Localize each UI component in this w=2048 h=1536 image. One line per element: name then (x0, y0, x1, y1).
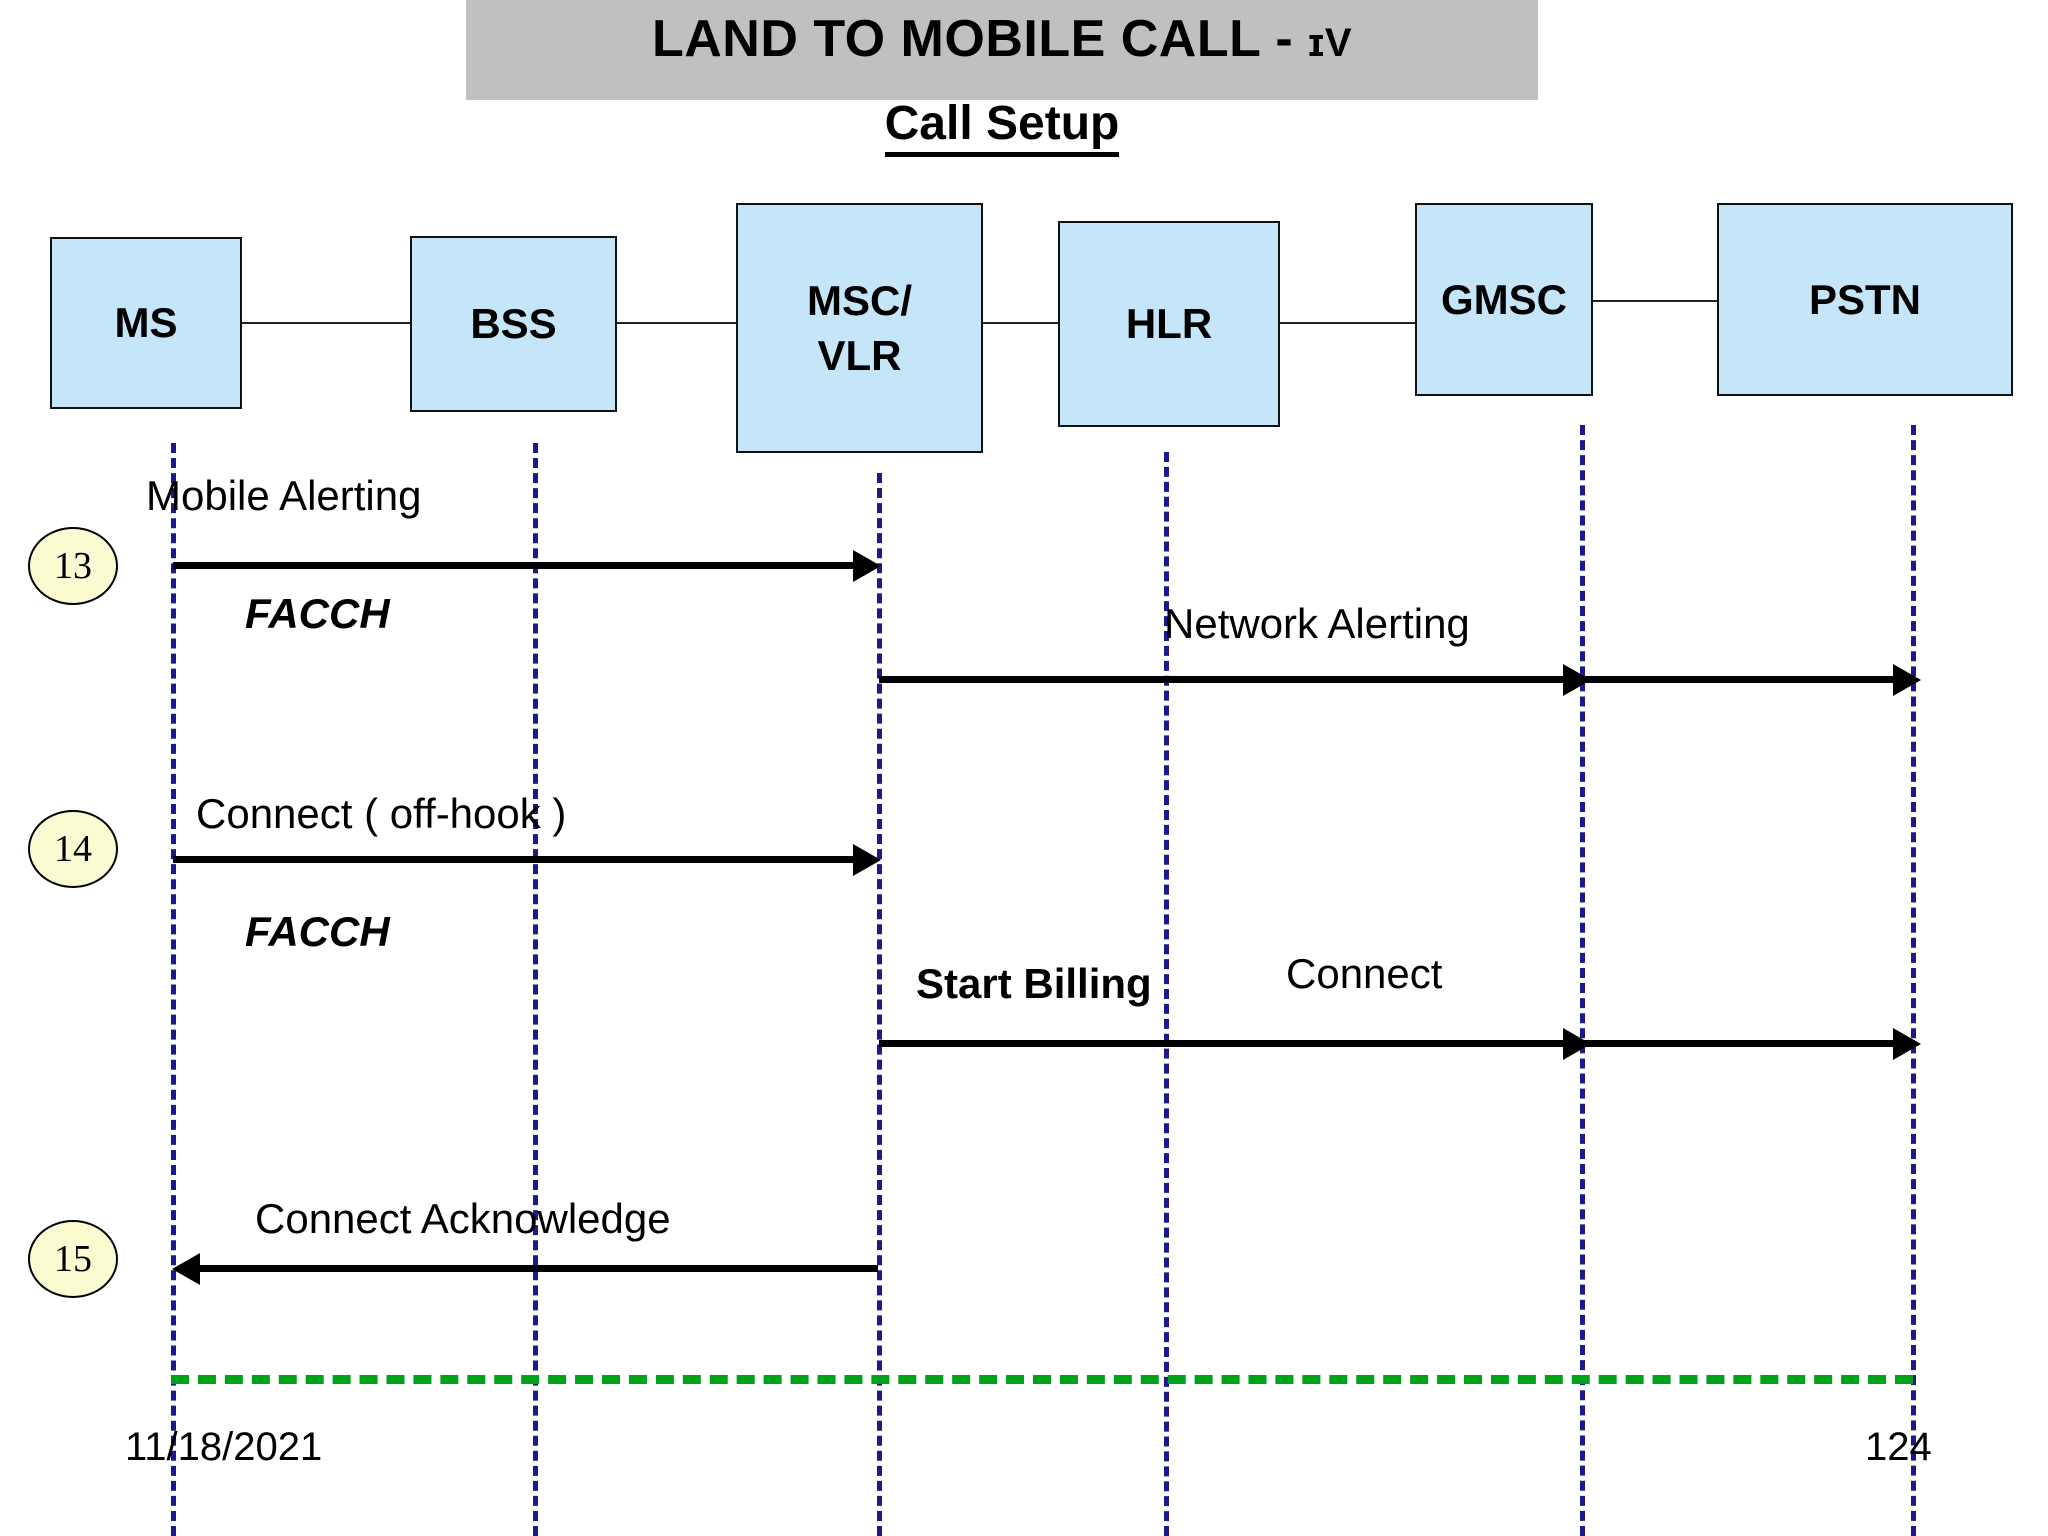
link-hlr-gmsc (1278, 322, 1415, 324)
link-bss-msc (615, 322, 738, 324)
phase-separator (171, 1375, 1913, 1384)
step-bubble-15: 15 (28, 1220, 118, 1298)
label-mobile-alerting: Mobile Alerting (146, 472, 422, 519)
node-hlr[interactable]: HLR (1058, 221, 1280, 427)
lifeline-pstn (1911, 425, 1916, 1536)
node-hlr-label: HLR (1125, 300, 1213, 348)
node-msc-vlr[interactable]: MSC/ VLR (736, 203, 983, 453)
arrow-network-alerting-gmsc-pstn (1585, 676, 1915, 683)
node-bss[interactable]: BSS (410, 236, 617, 412)
lifeline-bss (533, 443, 538, 1536)
link-gmsc-pstn (1591, 300, 1717, 302)
lifeline-msc-vlr (877, 473, 882, 1536)
footer-date: 11/18/2021 (125, 1425, 323, 1469)
step-bubble-13-number: 13 (54, 545, 92, 587)
label-network-alerting: Network Alerting (1164, 600, 1470, 647)
arrow-connect-offhook (173, 856, 873, 863)
node-bss-label: BSS (470, 300, 557, 348)
page-subtitle-label: Call Setup (884, 97, 1120, 157)
arrow-head-mobile-alerting (853, 550, 881, 582)
lifeline-hlr (1164, 452, 1169, 1536)
node-ms[interactable]: MS (50, 237, 242, 409)
node-gmsc-label: GMSC (1441, 275, 1567, 323)
step-bubble-14-number: 14 (54, 828, 92, 870)
arrow-mobile-alerting (173, 562, 873, 569)
arrow-connect-gmsc-pstn (1585, 1040, 1915, 1047)
node-msc-vlr-label: MSC/ VLR (807, 276, 912, 379)
arrow-network-alerting-msc-gmsc (879, 676, 1585, 683)
title-band (466, 0, 1538, 100)
arrow-connect-msc-gmsc (879, 1040, 1585, 1047)
lifeline-ms (171, 443, 176, 1536)
label-facch-2: FACCH (245, 908, 390, 955)
link-ms-bss (240, 322, 412, 324)
arrow-head-network-alerting-pstn (1893, 664, 1921, 696)
link-msc-hlr (981, 322, 1060, 324)
page-title-main: LAND TO MOBILE CALL - (651, 10, 1309, 68)
arrow-head-connect-pstn (1893, 1028, 1921, 1060)
label-start-billing: Start Billing (916, 960, 1152, 1007)
page-title: LAND TO MOBILE CALL - ɪV (466, 9, 1538, 69)
step-bubble-13: 13 (28, 527, 118, 605)
node-pstn[interactable]: PSTN (1717, 203, 2013, 396)
arrow-head-connect-offhook (853, 844, 881, 876)
page-title-suffix: ɪV (1308, 21, 1353, 65)
lifeline-gmsc (1580, 425, 1585, 1536)
node-gmsc[interactable]: GMSC (1415, 203, 1593, 396)
label-connect-acknowledge: Connect Acknowledge (255, 1195, 671, 1242)
label-connect: Connect (1286, 950, 1443, 997)
node-pstn-label: PSTN (1808, 275, 1921, 323)
label-connect-offhook: Connect ( off-hook ) (196, 790, 567, 837)
page-subtitle: Call Setup (466, 96, 1538, 157)
arrow-connect-acknowledge (200, 1265, 878, 1272)
arrow-head-connect-acknowledge (172, 1253, 200, 1285)
step-bubble-14: 14 (28, 810, 118, 888)
step-bubble-15-number: 15 (54, 1238, 92, 1280)
node-ms-label: MS (114, 299, 178, 347)
footer-page-number: 124 (1865, 1425, 1932, 1469)
label-facch-1: FACCH (245, 590, 390, 637)
